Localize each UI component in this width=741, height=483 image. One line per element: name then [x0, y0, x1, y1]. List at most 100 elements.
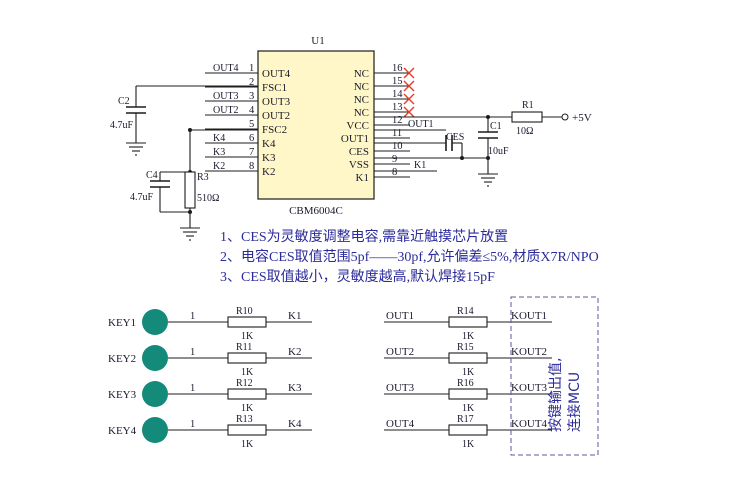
- pin-number: 5: [249, 119, 254, 130]
- k1-net-label: K1: [414, 160, 426, 171]
- resistor-ref: R15: [457, 342, 474, 353]
- pin-number: 16: [392, 63, 403, 74]
- c4-ref: C4: [146, 170, 158, 181]
- capacitor-c2: C2 4.7uF: [110, 85, 258, 143]
- resistor-value: 1K: [462, 439, 475, 450]
- resistor-body: [448, 352, 488, 364]
- pin-name: NC: [354, 81, 369, 93]
- chip-part-label: CBM6004C: [289, 205, 343, 217]
- pin-number: 4: [249, 105, 255, 116]
- pin-number: 2: [249, 77, 254, 88]
- resistor-value: 1K: [462, 331, 475, 342]
- net-label: OUT4: [213, 63, 239, 74]
- resistor-body: [227, 424, 267, 436]
- r1-ref: R1: [522, 100, 534, 111]
- resistor-value: 1K: [241, 331, 254, 342]
- resistor-body: [448, 424, 488, 436]
- resistor-body: [227, 388, 267, 400]
- resistor-body: [227, 316, 267, 328]
- nc-mark: [403, 106, 415, 118]
- net-label: K4: [288, 418, 302, 430]
- pin-name: NC: [354, 107, 369, 119]
- fsc2-network: C4 4.7uF R3 510Ω: [130, 128, 258, 228]
- vcc-label: +5V: [572, 112, 592, 124]
- pin-name: FSC2: [262, 124, 287, 136]
- pin-number: 3: [249, 91, 254, 102]
- net-label: OUT3: [386, 382, 415, 394]
- touch-pad: [142, 309, 168, 335]
- resistor-value: 1K: [462, 403, 475, 414]
- nc-mark: [403, 67, 415, 79]
- pin-number: 1: [190, 311, 195, 322]
- pin-number: 12: [392, 115, 403, 126]
- net-label: K4: [213, 133, 225, 144]
- pin-name: K4: [262, 138, 276, 150]
- pin-name: VSS: [349, 159, 369, 171]
- r3-ref: R3: [197, 172, 209, 183]
- ground-symbol: [180, 227, 200, 241]
- pin-name: VCC: [346, 120, 369, 132]
- pin-name: K1: [356, 172, 369, 184]
- pin-number: 7: [249, 147, 254, 158]
- pin-name: OUT4: [262, 68, 291, 80]
- net-label: OUT2: [213, 105, 239, 116]
- pin-name: K3: [262, 152, 276, 164]
- net-label: KOUT1: [511, 310, 547, 322]
- net-label: K2: [213, 161, 225, 172]
- key-label: KEY3: [108, 389, 137, 401]
- net-label: K3: [213, 147, 225, 158]
- net-label: OUT2: [386, 346, 414, 358]
- pin-number: 1: [190, 419, 195, 430]
- c2-value: 4.7uF: [110, 120, 134, 131]
- c4-value: 4.7uF: [130, 192, 154, 203]
- resistor-ref: R10: [236, 306, 253, 317]
- resistor-ref: R11: [236, 342, 252, 353]
- nc-mark: [403, 93, 415, 105]
- touch-pad: [142, 345, 168, 371]
- key-label: KEY4: [108, 425, 137, 437]
- note-2: 2、电容CES取值范围5pf——30pf,允许偏差≤5%,材质X7R/NPO: [220, 248, 599, 265]
- ground-symbol: [478, 173, 498, 187]
- net-label: OUT4: [386, 418, 415, 430]
- chip-ref: U1: [311, 35, 324, 47]
- pin-name: K2: [262, 166, 275, 178]
- resistor-ref: R16: [457, 378, 474, 389]
- pin-number: 14: [392, 89, 403, 100]
- pin-name: FSC1: [262, 82, 287, 94]
- net-label: K2: [288, 346, 301, 358]
- resistor-body: [227, 352, 267, 364]
- power-network: R1 10Ω +5V C1 10uF OUT1 CES K1: [374, 100, 592, 174]
- mcu-dashed-box: [510, 296, 599, 456]
- ces-label: CES: [446, 132, 464, 143]
- pin-number: 8: [392, 167, 397, 178]
- ground-symbol: [126, 142, 146, 156]
- r3-value: 510Ω: [197, 193, 219, 204]
- chip-body: [257, 50, 375, 200]
- pin-number: 9: [392, 154, 397, 165]
- note-3: 3、CES取值越小，灵敏度越高,默认焊接15pF: [220, 268, 495, 285]
- c1-value: 10uF: [488, 146, 509, 157]
- pin-number: 1: [190, 347, 195, 358]
- pin-name: NC: [354, 68, 369, 80]
- resistor-ref: R17: [457, 414, 474, 425]
- net-label: OUT3: [213, 91, 239, 102]
- resistor-value: 1K: [462, 367, 475, 378]
- resistor-value: 1K: [241, 367, 254, 378]
- pin-number: 11: [392, 128, 402, 139]
- resistor-value: 1K: [241, 439, 254, 450]
- pin-name: OUT3: [262, 96, 291, 108]
- pin-number: 15: [392, 76, 403, 87]
- touch-pad: [142, 381, 168, 407]
- resistor-ref: R14: [457, 306, 474, 317]
- pin-number: 1: [249, 63, 254, 74]
- mcu-note-line-1: 按键输出值,: [548, 358, 564, 432]
- r1-value: 10Ω: [516, 126, 533, 137]
- pin-number: 8: [249, 161, 254, 172]
- pin-name: OUT1: [341, 133, 369, 145]
- net-label: KOUT3: [511, 382, 548, 394]
- net-label: KOUT4: [511, 418, 548, 430]
- net-label: OUT1: [386, 310, 414, 322]
